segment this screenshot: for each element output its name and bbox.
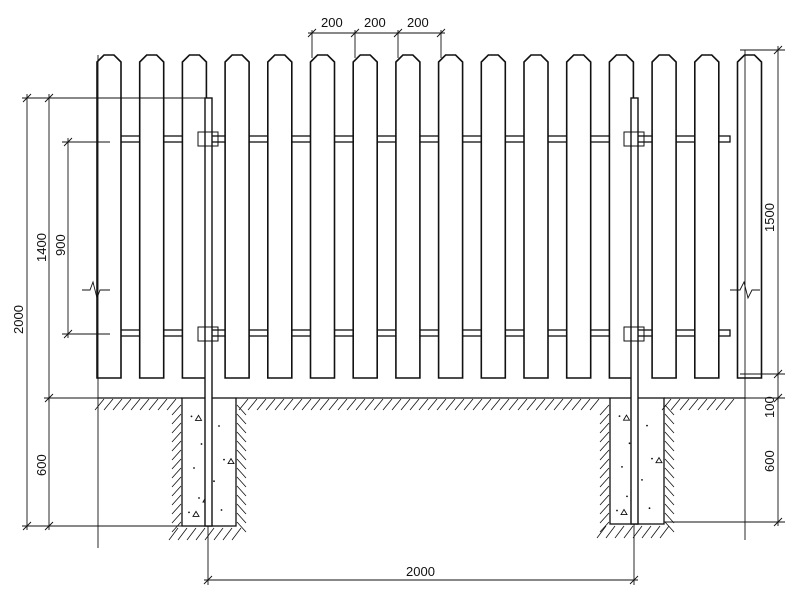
picket <box>395 54 421 379</box>
picket <box>352 54 378 379</box>
pickets <box>96 54 763 379</box>
concrete-fill-right <box>616 410 663 516</box>
dimension-left: 2000 1400 600 900 <box>11 93 205 531</box>
picket <box>267 54 293 379</box>
picket <box>565 54 592 379</box>
picket <box>608 54 635 379</box>
dim-label-footing-depth: 600 <box>762 450 777 472</box>
picket <box>96 54 122 379</box>
dimension-post-spacing: 2000 <box>203 524 639 585</box>
picket <box>224 54 250 379</box>
dimension-right: 1500 100 600 <box>664 45 785 527</box>
picket <box>736 54 763 379</box>
dim-label-post-embedment: 600 <box>34 454 49 476</box>
dim-label-200-b: 200 <box>364 15 386 30</box>
dim-label-200-c: 200 <box>407 15 429 30</box>
dim-label-rail-spacing: 900 <box>53 234 68 256</box>
picket <box>309 54 336 379</box>
dim-label-post-spacing: 2000 <box>406 564 435 579</box>
picket <box>138 54 165 379</box>
picket <box>694 54 720 379</box>
dimension-picket-spacing: 200 200 200 <box>307 15 446 58</box>
picket <box>523 54 549 379</box>
picket <box>181 54 208 379</box>
dim-label-fence-height: 1500 <box>762 203 777 232</box>
dim-label-200-a: 200 <box>321 15 343 30</box>
picket <box>480 54 507 379</box>
dim-label-total-height: 2000 <box>11 305 26 334</box>
dim-label-post-above-ground: 1400 <box>34 233 49 262</box>
post-right <box>623 97 645 525</box>
picket <box>437 54 464 379</box>
ground-hatching <box>94 398 735 541</box>
ground <box>94 397 745 541</box>
picket <box>651 54 677 379</box>
post-left <box>197 97 219 527</box>
dim-label-gravel-depth: 100 <box>762 396 777 418</box>
